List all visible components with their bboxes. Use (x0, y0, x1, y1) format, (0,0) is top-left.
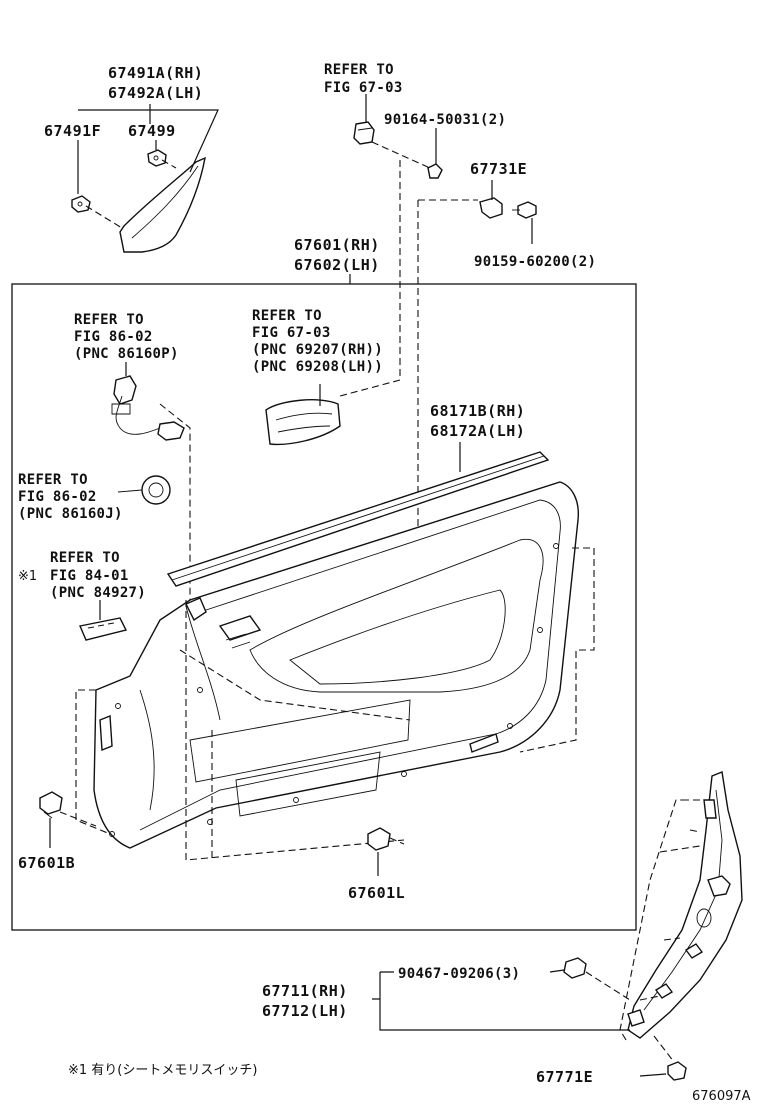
label-67731e: 67731E (470, 160, 527, 178)
leader-67711 (372, 971, 630, 1031)
label-68172a: 68172A(LH) (430, 422, 525, 440)
label-refer-86160j-1: REFER TO (18, 472, 88, 488)
label-refer-84927-mark: ※1 (18, 569, 37, 584)
label-refer-fig6703-top-2: FIG 67-03 (324, 80, 403, 96)
label-refer-84927-1: REFER TO (50, 550, 120, 566)
label-67602: 67602(LH) (294, 256, 380, 274)
clip-67491f (71, 195, 91, 213)
label-67491f: 67491F (44, 122, 101, 140)
label-refer-692-3: (PNC 69207(RH)) (252, 342, 383, 358)
leader-67491a (78, 104, 219, 173)
clip-67601b (39, 791, 63, 819)
bracket-fig6703 (353, 121, 375, 145)
label-67771e: 67771E (536, 1068, 593, 1086)
label-refer-86160p-1: REFER TO (74, 312, 144, 328)
switch-harness-86160p (111, 375, 185, 441)
label-67711: 67711(RH) (262, 982, 348, 1000)
door-trim-panel-67601 (93, 481, 579, 849)
garnish-67491a (119, 156, 206, 253)
label-refer-692-1: REFER TO (252, 308, 322, 324)
tweeter-86160j (117, 475, 171, 505)
label-refer-86160p-2: FIG 86-02 (74, 329, 153, 345)
clip-67771e (667, 1061, 687, 1081)
weatherstrip-68171b (166, 451, 550, 587)
label-90159: 90159-60200(2) (474, 254, 596, 270)
label-refer-86160j-2: FIG 86-02 (18, 489, 97, 505)
label-90164: 90164-50031(2) (384, 112, 506, 128)
clip-67601l (367, 827, 391, 851)
label-refer-86160j-3: (PNC 86160J) (18, 506, 123, 522)
clip-67499 (147, 149, 167, 167)
label-refer-692-4: (PNC 69208(LH)) (252, 359, 383, 375)
label-refer-84927-3: (PNC 84927) (50, 585, 146, 601)
clip-90467 (563, 957, 587, 979)
label-67499: 67499 (128, 122, 176, 140)
label-refer-86160p-3: (PNC 86160P) (74, 346, 179, 362)
label-refer-692-2: FIG 67-03 (252, 325, 331, 341)
label-67712: 67712(LH) (262, 1002, 348, 1020)
label-67492a: 67492A(LH) (108, 84, 203, 102)
footnote-text: ※1 有り(シートメモリスイッチ) (68, 1063, 257, 1078)
label-68171b: 68171B(RH) (430, 402, 525, 420)
label-90467: 90467-09206(3) (398, 966, 520, 982)
memory-switch-84927 (79, 617, 128, 641)
inside-handle-69207 (265, 399, 341, 446)
label-67601l: 67601L (348, 884, 405, 902)
label-67601: 67601(RH) (294, 236, 380, 254)
screw-90159 (512, 201, 537, 219)
label-refer-fig6703-top-1: REFER TO (324, 62, 394, 78)
door-panel-frame (11, 283, 637, 931)
screw-90164 (427, 163, 443, 179)
clip-67731e (479, 197, 503, 219)
lower-trim-67711 (627, 771, 743, 1039)
label-67491a: 67491A(RH) (108, 64, 203, 82)
label-refer-84927-2: FIG 84-01 (50, 568, 129, 584)
label-67601b: 67601B (18, 854, 75, 872)
drawing-code: 676097A (692, 1089, 751, 1104)
